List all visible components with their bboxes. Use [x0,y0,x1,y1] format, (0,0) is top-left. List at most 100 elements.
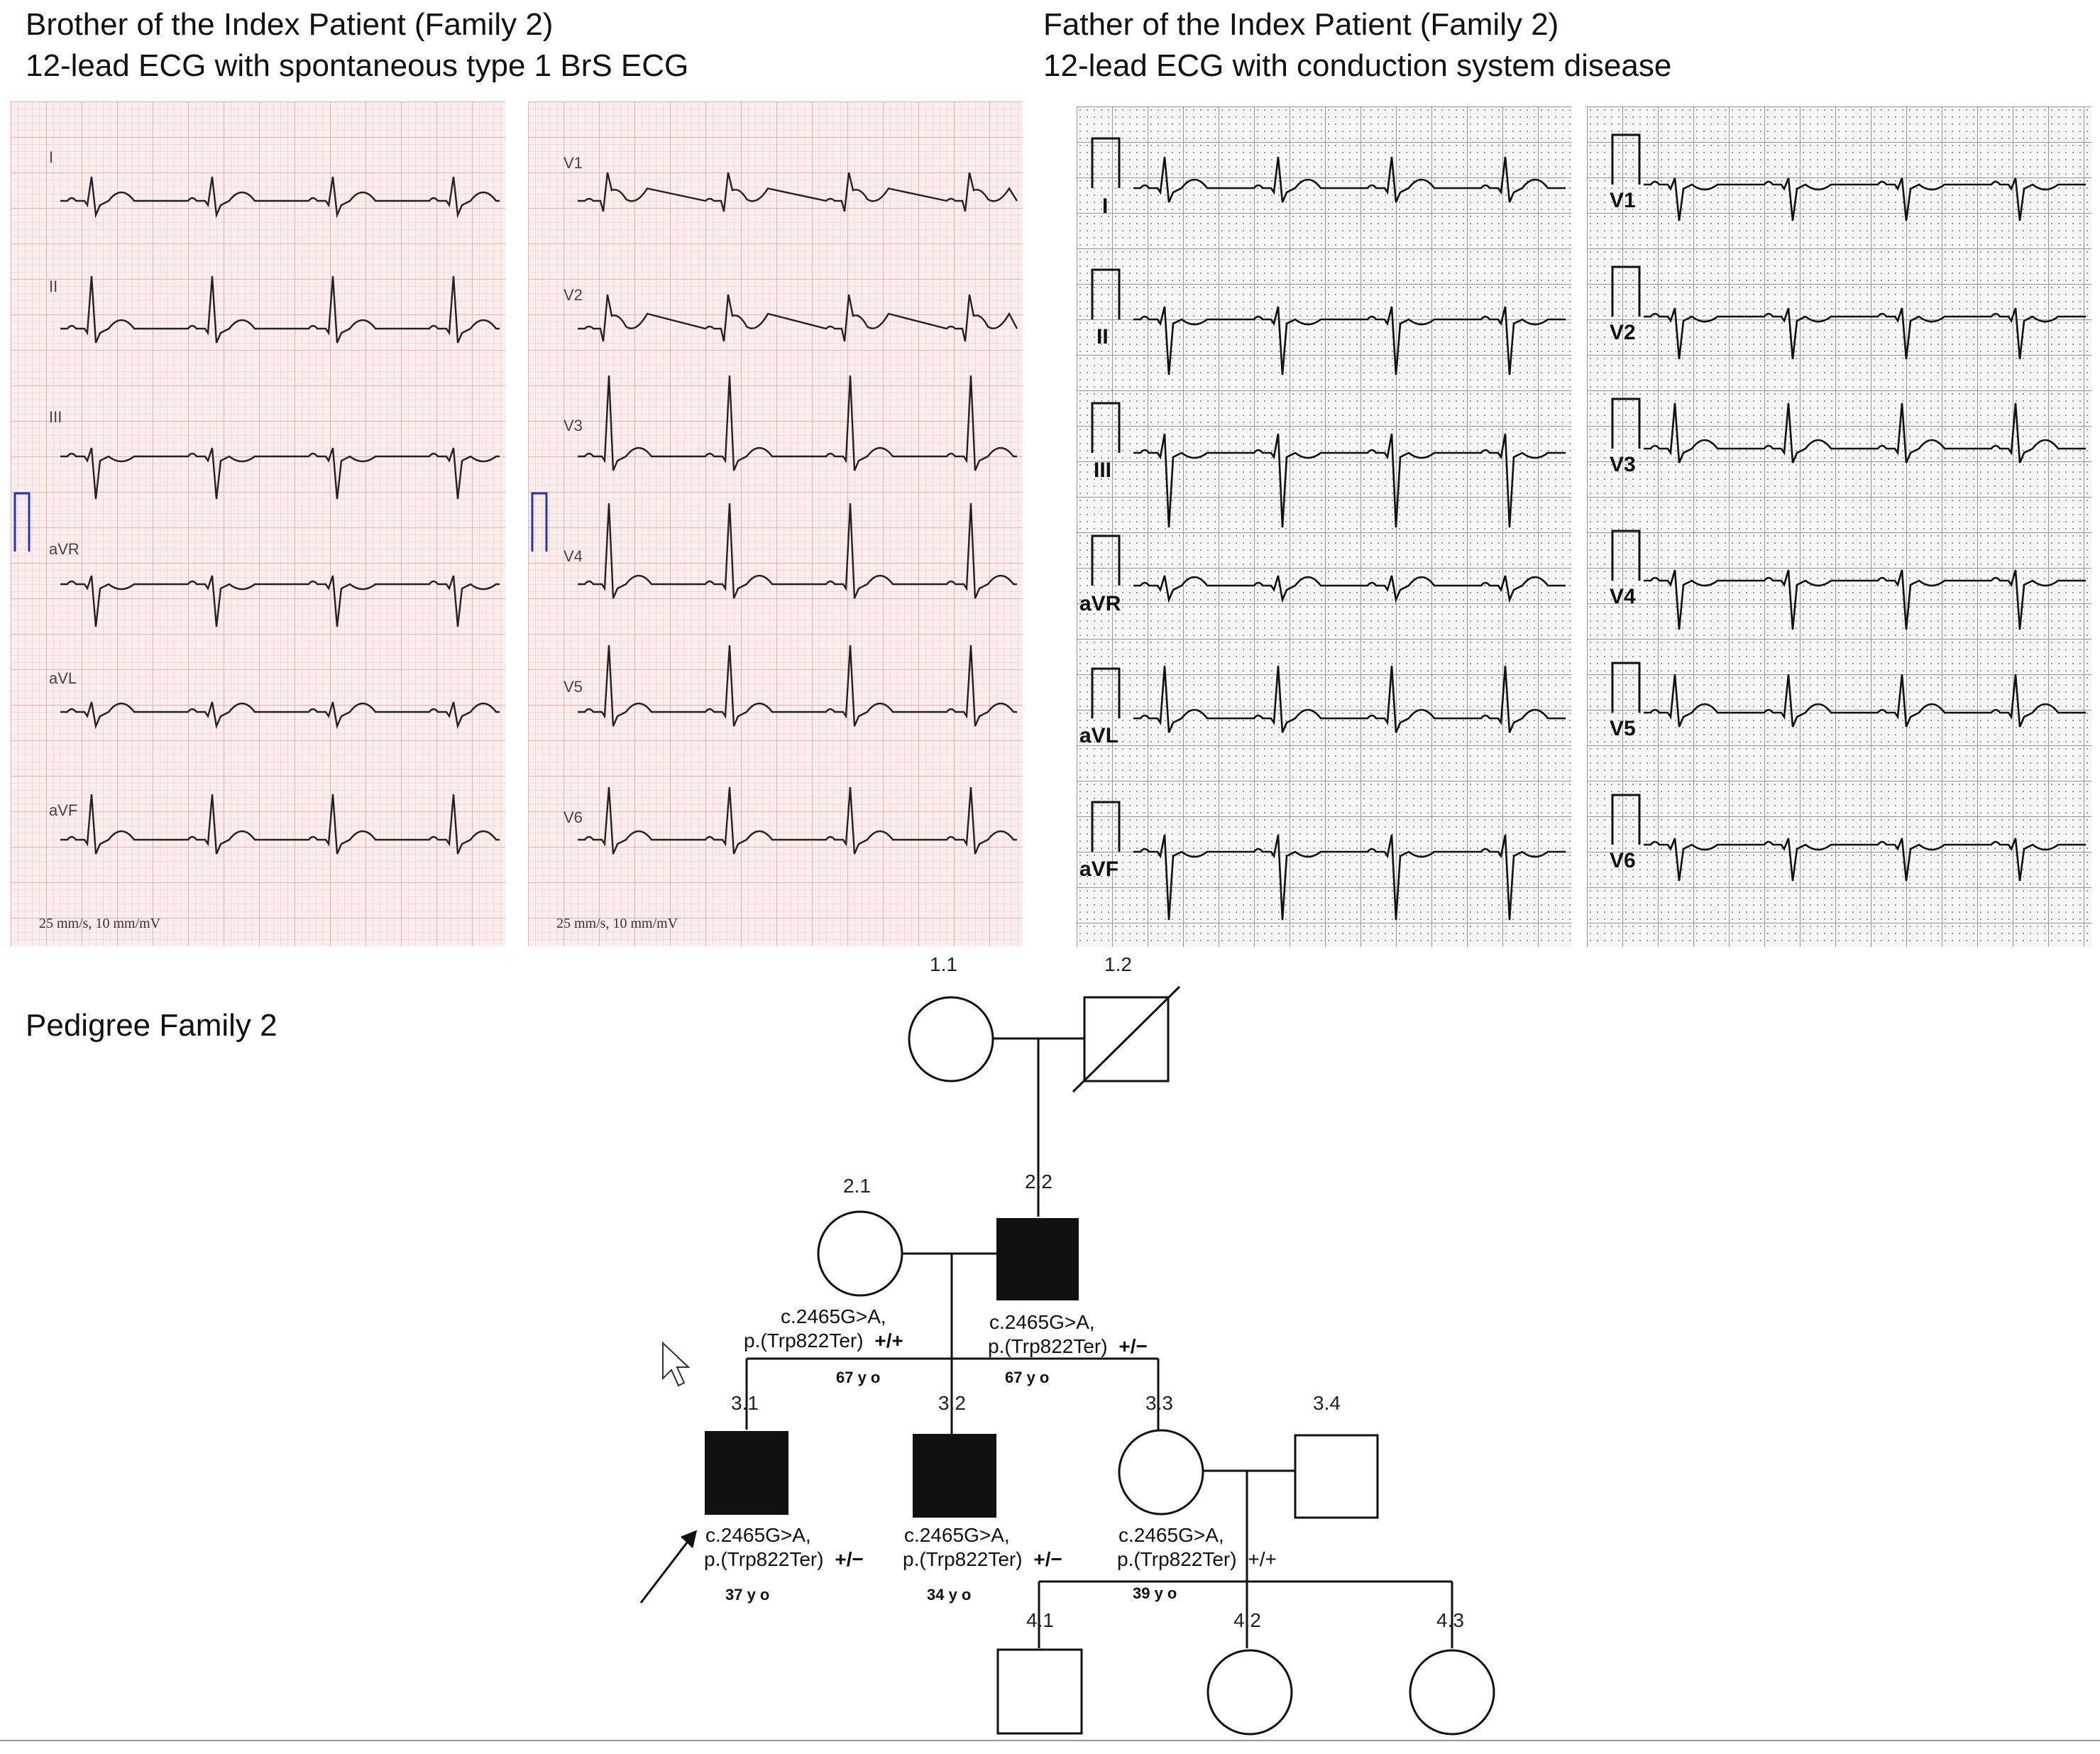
svg-text:1.2: 1.2 [1104,953,1132,975]
svg-text:p.(Trp822Ter) +/+: p.(Trp822Ter) +/+ [1117,1548,1277,1570]
individual-2-1: 2.1 c.2465G>A, p.(Trp822Ter) +/+ 67 y o [744,1175,903,1386]
svg-text:V4: V4 [1610,585,1636,608]
lead-label-v1: V1 [1610,189,1636,212]
individual-4-2: 4.2 [1206,1609,1293,1736]
svg-text:III: III [49,408,62,426]
father-ecg-title: Father of the Index Patient (Family 2) 1… [1043,4,1671,87]
lead-label-v4: V4 [1610,585,1636,608]
svg-text:p.(Trp822Ter) +/−: p.(Trp822Ter) +/− [988,1335,1148,1357]
svg-text:34 y o: 34 y o [927,1586,971,1604]
ecg-trace [1133,156,1566,203]
ecg-trace [1644,307,2086,360]
calibration-pulse [531,492,548,552]
svg-text:3.2: 3.2 [938,1392,966,1414]
svg-text:V5: V5 [1610,717,1636,740]
svg-text:aVL: aVL [1079,724,1118,747]
lead-label-ii: II [49,278,57,295]
svg-text:4.3: 4.3 [1436,1609,1464,1631]
svg-text:3.3: 3.3 [1145,1392,1173,1414]
lead-label-v2: V2 [1610,321,1636,344]
svg-text:37 y o: 37 y o [725,1586,769,1604]
ecg-trace [1644,569,2086,630]
ecg-speed-label: 25 mm/s, 10 mm/mV [556,916,678,931]
individual-3-4: 3.4 [1294,1392,1379,1519]
ecg-trace [60,575,500,627]
svg-text:4.2: 4.2 [1233,1609,1261,1631]
lead-label-v5: V5 [564,678,583,696]
individual-3-1: 3.1 c.2465G>A, p.(Trp822Ter) +/− 37 y o [704,1392,864,1604]
ecg-trace [60,701,500,730]
ecg-trace [578,645,1017,727]
calibration-pulse [1611,398,1641,449]
ecg-trace [60,794,500,855]
father-ecg-chest-leads: V1 V2 V3 V4 V5 V6 [1587,106,2091,947]
brother-ecg-limb-leads: I II III aVR aVL aVF 25 mm/s, 10 mm/mV [11,102,505,946]
svg-text:c.2465G>A,: c.2465G>A, [989,1311,1095,1333]
svg-text:aVL: aVL [49,669,77,687]
ecg-trace [1644,838,2086,882]
ecg-trace [1644,674,2086,728]
svg-text:67 y o: 67 y o [1005,1369,1049,1386]
lead-label-ii: II [1096,325,1109,349]
svg-text:V2: V2 [564,286,583,304]
ecg-traces [1091,137,1566,921]
ecg-trace [1133,665,1566,733]
individual-3-2-proband-brother: 3.2 c.2465G>A, p.(Trp822Ter) +/− 34 y o [903,1392,1062,1604]
ecg-trace [1644,402,2086,464]
lead-label-v6: V6 [1610,849,1636,872]
svg-text:3.1: 3.1 [731,1392,759,1414]
ecg-trace [1133,575,1566,603]
ecg-trace [578,294,1018,342]
svg-text:V1: V1 [564,154,583,172]
lead-label-iii: III [49,408,62,426]
svg-text:V6: V6 [564,809,583,826]
svg-text:1.1: 1.1 [930,953,957,975]
svg-text:3.4: 3.4 [1313,1392,1341,1414]
individual-1-1: 1.1 [908,953,994,1082]
ecg-trace [578,375,1017,471]
lead-label-v2: V2 [564,286,583,304]
svg-text:II: II [49,278,57,295]
ecg-trace [578,786,1017,855]
calibration-pulse [1091,402,1121,453]
lead-label-avr: aVR [49,540,79,558]
brother-ecg-title-line1: Brother of the Index Patient (Family 2) [26,7,554,42]
pedigree-title: Pedigree Family 2 [26,1008,277,1043]
svg-text:V6: V6 [1610,849,1636,872]
individual-1-2: 1.2 [1072,953,1181,1093]
calibration-pulse [1611,662,1641,713]
svg-text:aVF: aVF [49,801,77,819]
svg-text:V3: V3 [1610,453,1636,476]
lead-label-avr: aVR [1079,592,1121,615]
calibration-pulse [1091,667,1121,718]
ecg-trace [1133,306,1566,376]
ecg-trace [60,447,500,500]
svg-text:V5: V5 [564,678,583,696]
calibration-pulse [1091,801,1121,852]
svg-text:c.2465G>A,: c.2465G>A, [1118,1524,1224,1546]
ecg-traces [1611,133,2086,882]
svg-text:p.(Trp822Ter) +/−: p.(Trp822Ter) +/− [903,1548,1062,1570]
ecg-trace [578,503,1017,599]
lead-label-v4: V4 [564,547,583,565]
calibration-pulse [1611,265,1641,317]
pedigree-chart: 1.1 1.2 2.1 c.2465G>A, p.(Trp822Ter) +/+… [0,953,2100,1741]
svg-text:V3: V3 [564,417,583,434]
lead-label-v1: V1 [564,154,583,172]
calibration-pulse [1611,794,1641,845]
ecg-speed-label: 25 mm/s, 10 mm/mV [39,916,161,931]
ecg-trace [1644,177,2086,221]
svg-text:p.(Trp822Ter) +/+: p.(Trp822Ter) +/+ [744,1330,903,1352]
individual-3-3: 3.3 c.2465G>A, p.(Trp822Ter) +/+ 39 y o [1117,1392,1277,1602]
calibration-pulse [1091,535,1121,586]
svg-text:I: I [49,148,53,166]
lead-label-avf: aVF [1079,857,1118,881]
brother-ecg-title: Brother of the Index Patient (Family 2) … [26,4,688,87]
mouse-cursor-icon [662,1341,691,1387]
svg-text:aVF: aVF [1079,857,1118,881]
calibration-pulse [1091,268,1121,319]
svg-text:c.2465G>A,: c.2465G>A, [904,1524,1010,1546]
lead-label-i: I [49,148,53,166]
individual-2-2: 2.2 c.2465G>A, p.(Trp822Ter) +/− 67 y o [988,1171,1148,1386]
lead-label-i: I [1102,194,1108,218]
